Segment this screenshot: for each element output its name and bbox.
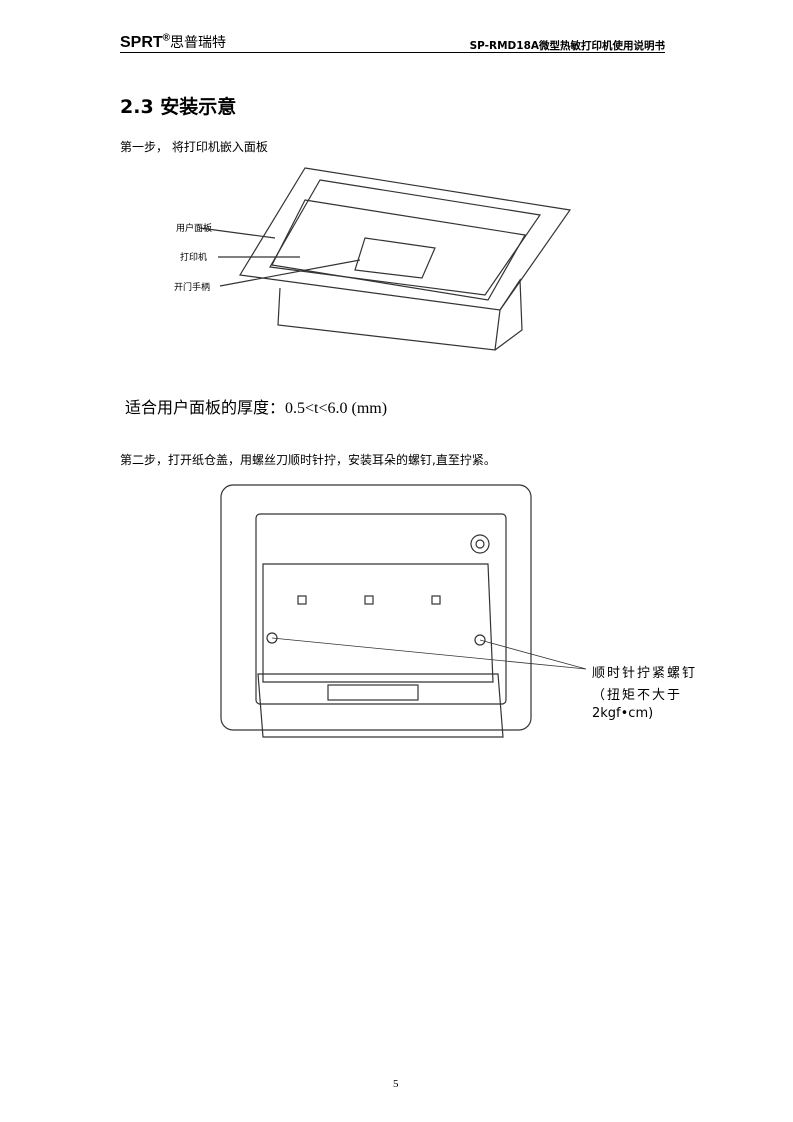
page-number: 5 (393, 1078, 399, 1090)
step2-text: 第二步，打开纸仓盖，用螺丝刀顺时针拧，安装耳朵的螺钉,直至拧紧。 (120, 453, 496, 467)
page-header: SPRT®思普瑞特 SP-RMD18A微型热敏打印机使用说明书 (120, 30, 665, 53)
brand: SPRT (120, 34, 163, 51)
label-printer: 打印机 (180, 251, 207, 263)
doc-title: SP-RMD18A微型热敏打印机使用说明书 (469, 40, 665, 52)
screw-install-figure (220, 484, 587, 738)
step1-text: 第一步， 将打印机嵌入面板 (120, 140, 268, 154)
section-title: 2.3 安装示意 (120, 96, 237, 118)
annotation-line2: （扭矩不大于 (592, 688, 683, 703)
label-user-panel: 用户面板 (176, 222, 212, 234)
label-door-handle: 开门手柄 (174, 281, 210, 293)
panel-thickness: 适合用户面板的厚度：0.5<t<6.0 (mm) (125, 400, 388, 417)
brand-cn: 思普瑞特 (170, 35, 227, 51)
registered-mark: ® (162, 32, 171, 44)
printer-install-figure: 用户面板 打印机 开门手柄 (174, 167, 572, 351)
brand-logo: SPRT®思普瑞特 (120, 32, 226, 52)
annotation-line3: 2kgf•cm) (592, 706, 654, 721)
annotation-line1: 顺时针拧紧螺钉 (592, 666, 698, 681)
